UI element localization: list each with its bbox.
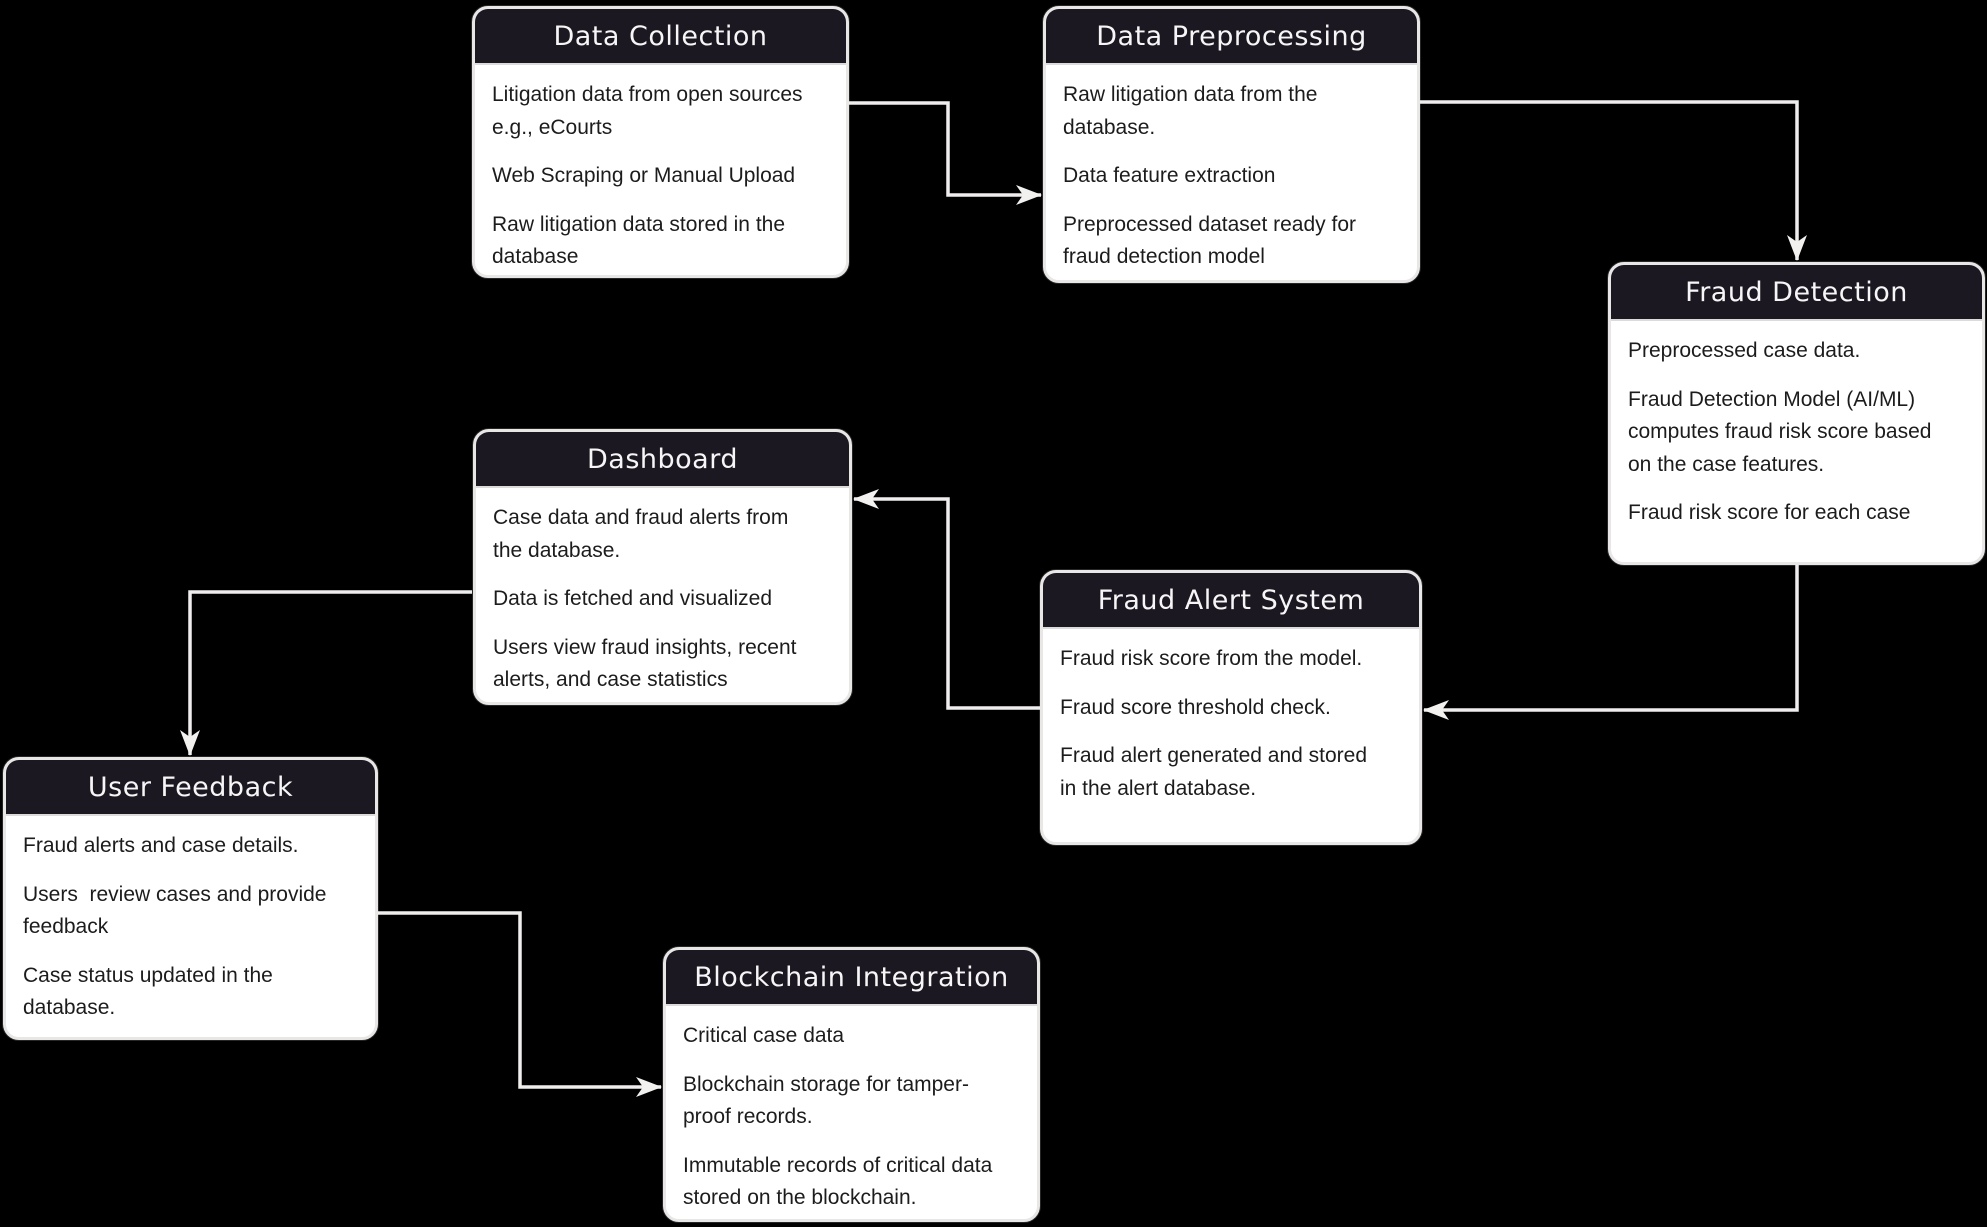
node-item: Fraud Detection Model (AI/ML) computes f… — [1628, 387, 1932, 476]
node-item: Raw litigation data stored in the databa… — [492, 212, 786, 269]
node-item: Preprocessed dataset ready for fraud det… — [1063, 212, 1356, 269]
edge-user-feedback-to-blockchain-integration — [378, 911, 662, 1097]
node-user-feedback-body: Fraud alerts and case details. Users rev… — [6, 816, 375, 1037]
edge-fraud-alert-system-to-dashboard — [853, 489, 1040, 710]
node-fraud-alert-system-title-bar: Fraud Alert System — [1043, 573, 1419, 629]
node-blockchain-integration-body: Critical case data Blockchain storage fo… — [666, 1006, 1037, 1219]
node-data-collection-title-bar: Data Collection — [475, 9, 846, 65]
node-data-preprocessing: Data Preprocessing Raw litigation data f… — [1043, 6, 1420, 283]
node-item: Fraud score threshold check. — [1060, 695, 1331, 719]
edge-data-collection-to-data-preprocessing — [849, 101, 1042, 205]
node-dashboard-title: Dashboard — [587, 443, 738, 475]
node-data-preprocessing-title: Data Preprocessing — [1096, 20, 1367, 52]
node-data-collection-body: Litigation data from open sources e.g., … — [475, 65, 846, 275]
node-blockchain-integration: Blockchain Integration Critical case dat… — [663, 947, 1040, 1222]
node-fraud-detection-title-bar: Fraud Detection — [1611, 265, 1982, 321]
node-data-collection: Data Collection Litigation data from ope… — [472, 6, 849, 278]
node-user-feedback: User Feedback Fraud alerts and case deta… — [3, 757, 378, 1040]
node-user-feedback-title: User Feedback — [87, 771, 294, 803]
node-item: Preprocessed case data. — [1628, 339, 1861, 362]
node-item: Fraud alert generated and stored in the … — [1060, 744, 1368, 800]
edge-dashboard-to-user-feedback — [180, 590, 472, 756]
node-data-preprocessing-body: Raw litigation data from the database. D… — [1046, 65, 1417, 280]
node-item: Fraud risk score from the model. — [1060, 647, 1363, 670]
node-item: Users view fraud insights, recent alerts… — [493, 635, 797, 692]
node-fraud-alert-system: Fraud Alert System Fraud risk score from… — [1040, 570, 1422, 845]
node-fraud-alert-system-body: Fraud risk score from the model. Fraud s… — [1043, 629, 1419, 829]
node-dashboard-title-bar: Dashboard — [476, 432, 849, 488]
node-item: Users review cases and provide feedback — [23, 882, 327, 939]
node-item: Web Scraping or Manual Upload — [492, 164, 796, 188]
node-item: Raw litigation data from the database. — [1063, 83, 1318, 139]
edge-fraud-detection-to-fraud-alert-system — [1423, 565, 1799, 720]
node-user-feedback-title-bar: User Feedback — [6, 760, 375, 816]
node-item: Data feature extraction — [1063, 164, 1276, 188]
node-fraud-detection: Fraud Detection Preprocessed case data. … — [1608, 262, 1985, 565]
node-item: Litigation data from open sources e.g., … — [492, 83, 803, 139]
node-data-preprocessing-title-bar: Data Preprocessing — [1046, 9, 1417, 65]
node-fraud-alert-system-title: Fraud Alert System — [1097, 584, 1365, 616]
node-data-collection-title: Data Collection — [553, 20, 768, 52]
node-blockchain-integration-title-bar: Blockchain Integration — [666, 950, 1037, 1006]
node-fraud-detection-body: Preprocessed case data. Fraud Detection … — [1611, 321, 1982, 554]
node-item: Fraud alerts and case details. — [23, 834, 299, 857]
node-blockchain-integration-title: Blockchain Integration — [694, 961, 1009, 993]
node-item: Immutable records of critical data store… — [683, 1153, 993, 1210]
node-item: Fraud risk score for each case — [1628, 501, 1911, 525]
node-item: Critical case data — [683, 1024, 845, 1047]
node-item: Data is fetched and visualized — [493, 587, 772, 611]
node-dashboard: Dashboard Case data and fraud alerts fro… — [473, 429, 852, 705]
node-dashboard-body: Case data and fraud alerts from the data… — [476, 488, 849, 702]
node-item: Case data and fraud alerts from the data… — [493, 506, 789, 562]
edge-data-preprocessing-to-fraud-detection — [1420, 100, 1807, 261]
node-item: Blockchain storage for tamper- proof rec… — [683, 1072, 969, 1129]
node-fraud-detection-title: Fraud Detection — [1685, 276, 1908, 308]
node-item: Case status updated in the database. — [23, 963, 273, 1020]
